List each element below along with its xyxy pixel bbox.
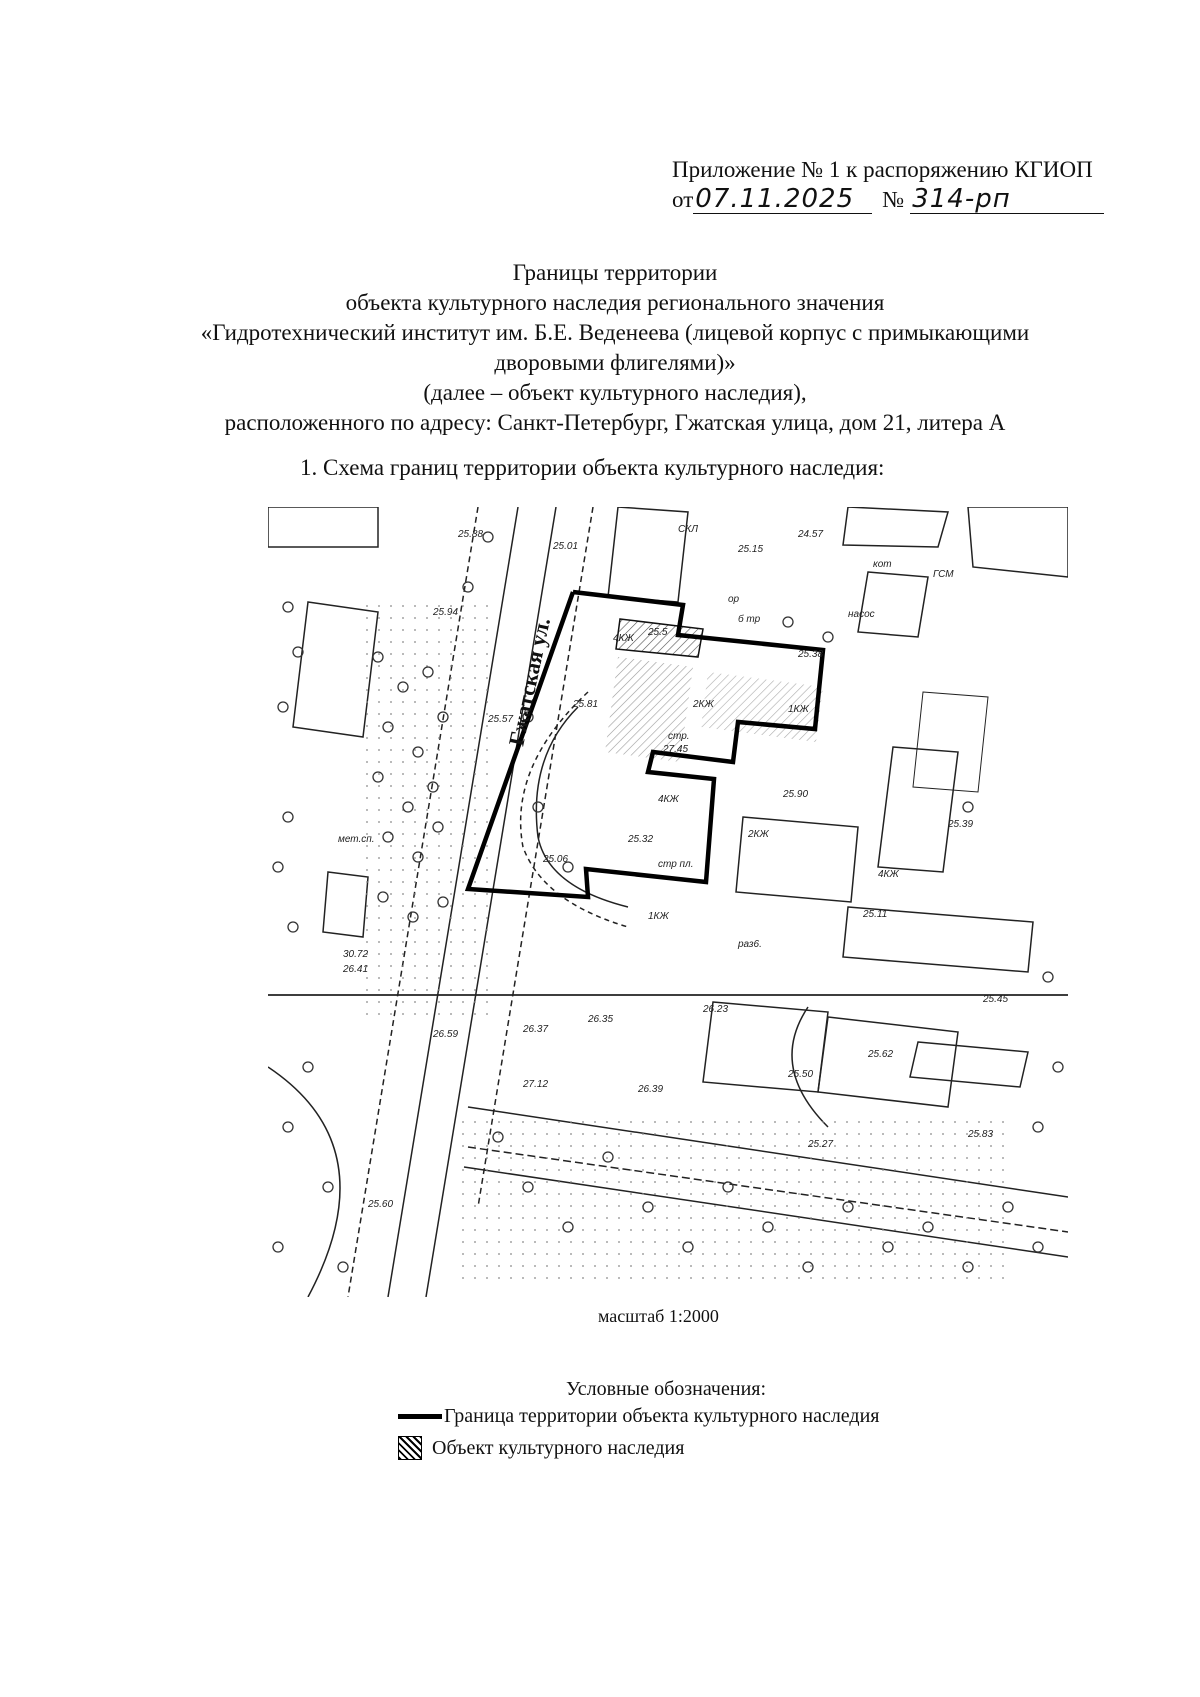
svg-text:25.88: 25.88 bbox=[457, 529, 483, 540]
title-line-4: дворовыми флигелями)» bbox=[494, 350, 736, 375]
svg-text:25.50: 25.50 bbox=[787, 1069, 813, 1080]
legend-boundary-label: Граница территории объекта культурного н… bbox=[444, 1405, 880, 1427]
svg-text:25.90: 25.90 bbox=[782, 789, 808, 800]
boundary-map: Гжатская ул. 25.88 25.01 24.57 25.15 СКЛ… bbox=[268, 507, 1068, 1297]
svg-text:насос: насос bbox=[848, 609, 875, 620]
svg-text:4КЖ: 4КЖ bbox=[658, 794, 679, 805]
svg-text:1КЖ: 1КЖ bbox=[648, 911, 669, 922]
svg-text:24.57: 24.57 bbox=[797, 529, 823, 540]
svg-text:25.62: 25.62 bbox=[867, 1049, 893, 1060]
svg-text:25.06: 25.06 bbox=[542, 854, 568, 865]
svg-text:25.32: 25.32 bbox=[627, 834, 653, 845]
svg-text:25.27: 25.27 bbox=[807, 1139, 833, 1150]
svg-text:25.11: 25.11 bbox=[862, 909, 887, 920]
legend-item-boundary: Граница территории объекта культурного н… bbox=[398, 1405, 880, 1428]
title-line-3: «Гидротехнический институт им. Б.Е. Веде… bbox=[200, 320, 1030, 345]
svg-text:25.5: 25.5 bbox=[647, 627, 668, 638]
svg-text:стр.: стр. bbox=[668, 731, 690, 742]
map-labels: 25.88 25.01 24.57 25.15 СКЛ 25.94 кот ГС… bbox=[338, 524, 1008, 1210]
svg-text:27.12: 27.12 bbox=[522, 1079, 548, 1090]
svg-text:ор: ор bbox=[728, 594, 740, 605]
title-line-6: расположенного по адресу: Санкт-Петербур… bbox=[224, 410, 1006, 435]
svg-text:СКЛ: СКЛ bbox=[678, 524, 698, 535]
park-area-left bbox=[358, 602, 498, 1022]
svg-text:26.41: 26.41 bbox=[342, 964, 368, 975]
park-area-bottom bbox=[453, 1117, 1013, 1287]
heritage-object-courtyard bbox=[605, 657, 693, 762]
boundary-line-swatch bbox=[398, 1414, 442, 1419]
svg-text:25.15: 25.15 bbox=[737, 544, 763, 555]
svg-text:26.39: 26.39 bbox=[637, 1084, 663, 1095]
svg-text:4КЖ: 4КЖ bbox=[878, 869, 899, 880]
svg-text:26.37: 26.37 bbox=[522, 1024, 548, 1035]
hatch-swatch-icon bbox=[398, 1436, 422, 1460]
svg-text:30.72: 30.72 bbox=[343, 949, 368, 960]
title-line-2: объекта культурного наследия регионально… bbox=[345, 290, 885, 315]
svg-text:25.01: 25.01 bbox=[552, 541, 578, 552]
svg-text:26.59: 26.59 bbox=[432, 1029, 458, 1040]
annex-header: Приложение № 1 к распоряжению КГИОП от 0… bbox=[672, 155, 1192, 215]
map-svg: Гжатская ул. 25.88 25.01 24.57 25.15 СКЛ… bbox=[268, 507, 1068, 1297]
heritage-territory-boundary bbox=[464, 589, 826, 900]
svg-text:25.45: 25.45 bbox=[982, 994, 1008, 1005]
svg-text:4КЖ: 4КЖ bbox=[613, 633, 634, 644]
legend-title: Условные обозначения: bbox=[566, 1378, 767, 1400]
annex-from-label: от bbox=[672, 187, 694, 212]
svg-text:2КЖ: 2КЖ bbox=[747, 829, 769, 840]
svg-text:25.38: 25.38 bbox=[797, 649, 823, 660]
svg-text:25.81: 25.81 bbox=[572, 699, 598, 710]
title-line-1: Границы территории bbox=[512, 260, 718, 285]
document-title: Границы территории объекта культурного н… bbox=[150, 258, 1080, 438]
svg-text:26.23: 26.23 bbox=[702, 1004, 728, 1015]
svg-text:25.83: 25.83 bbox=[967, 1129, 993, 1140]
svg-text:25.39: 25.39 bbox=[947, 819, 973, 830]
svg-text:26.35: 26.35 bbox=[587, 1014, 613, 1025]
svg-text:27.45: 27.45 bbox=[662, 744, 688, 755]
annex-number-label: № bbox=[882, 187, 905, 212]
legend-item-object: Объект культурного наследия bbox=[398, 1436, 880, 1460]
svg-text:мет.сп.: мет.сп. bbox=[338, 834, 375, 845]
svg-text:ГСМ: ГСМ bbox=[933, 569, 954, 580]
svg-text:25.57: 25.57 bbox=[487, 714, 513, 725]
svg-text:б тр: б тр bbox=[738, 613, 761, 625]
annex-date-number: от 07.11.2025 № 314-рп bbox=[672, 185, 1192, 215]
annex-line: Приложение № 1 к распоряжению КГИОП bbox=[672, 157, 1093, 182]
svg-text:25.60: 25.60 bbox=[367, 1199, 393, 1210]
map-scale: масштаб 1:2000 bbox=[598, 1306, 719, 1326]
legend-object-label: Объект культурного наследия bbox=[432, 1436, 685, 1459]
map-trees bbox=[272, 531, 1064, 1273]
svg-text:25.94: 25.94 bbox=[432, 607, 458, 618]
section-heading: 1. Схема границ территории объекта культ… bbox=[300, 455, 885, 480]
heritage-object-wing bbox=[701, 672, 823, 742]
title-line-5: (далее – объект культурного наследия), bbox=[423, 380, 807, 405]
svg-text:раз6.: раз6. bbox=[737, 939, 762, 950]
annex-date: 07.11.2025 bbox=[693, 185, 873, 214]
svg-text:стр пл.: стр пл. bbox=[658, 859, 693, 870]
svg-text:кот: кот bbox=[873, 559, 892, 570]
legend: Граница территории объекта культурного н… bbox=[398, 1405, 880, 1460]
annex-number: 314-рп bbox=[910, 185, 1105, 214]
map-street-label: Гжатская ул. bbox=[503, 615, 555, 748]
svg-text:1КЖ: 1КЖ bbox=[788, 704, 809, 715]
svg-text:2КЖ: 2КЖ bbox=[692, 699, 714, 710]
